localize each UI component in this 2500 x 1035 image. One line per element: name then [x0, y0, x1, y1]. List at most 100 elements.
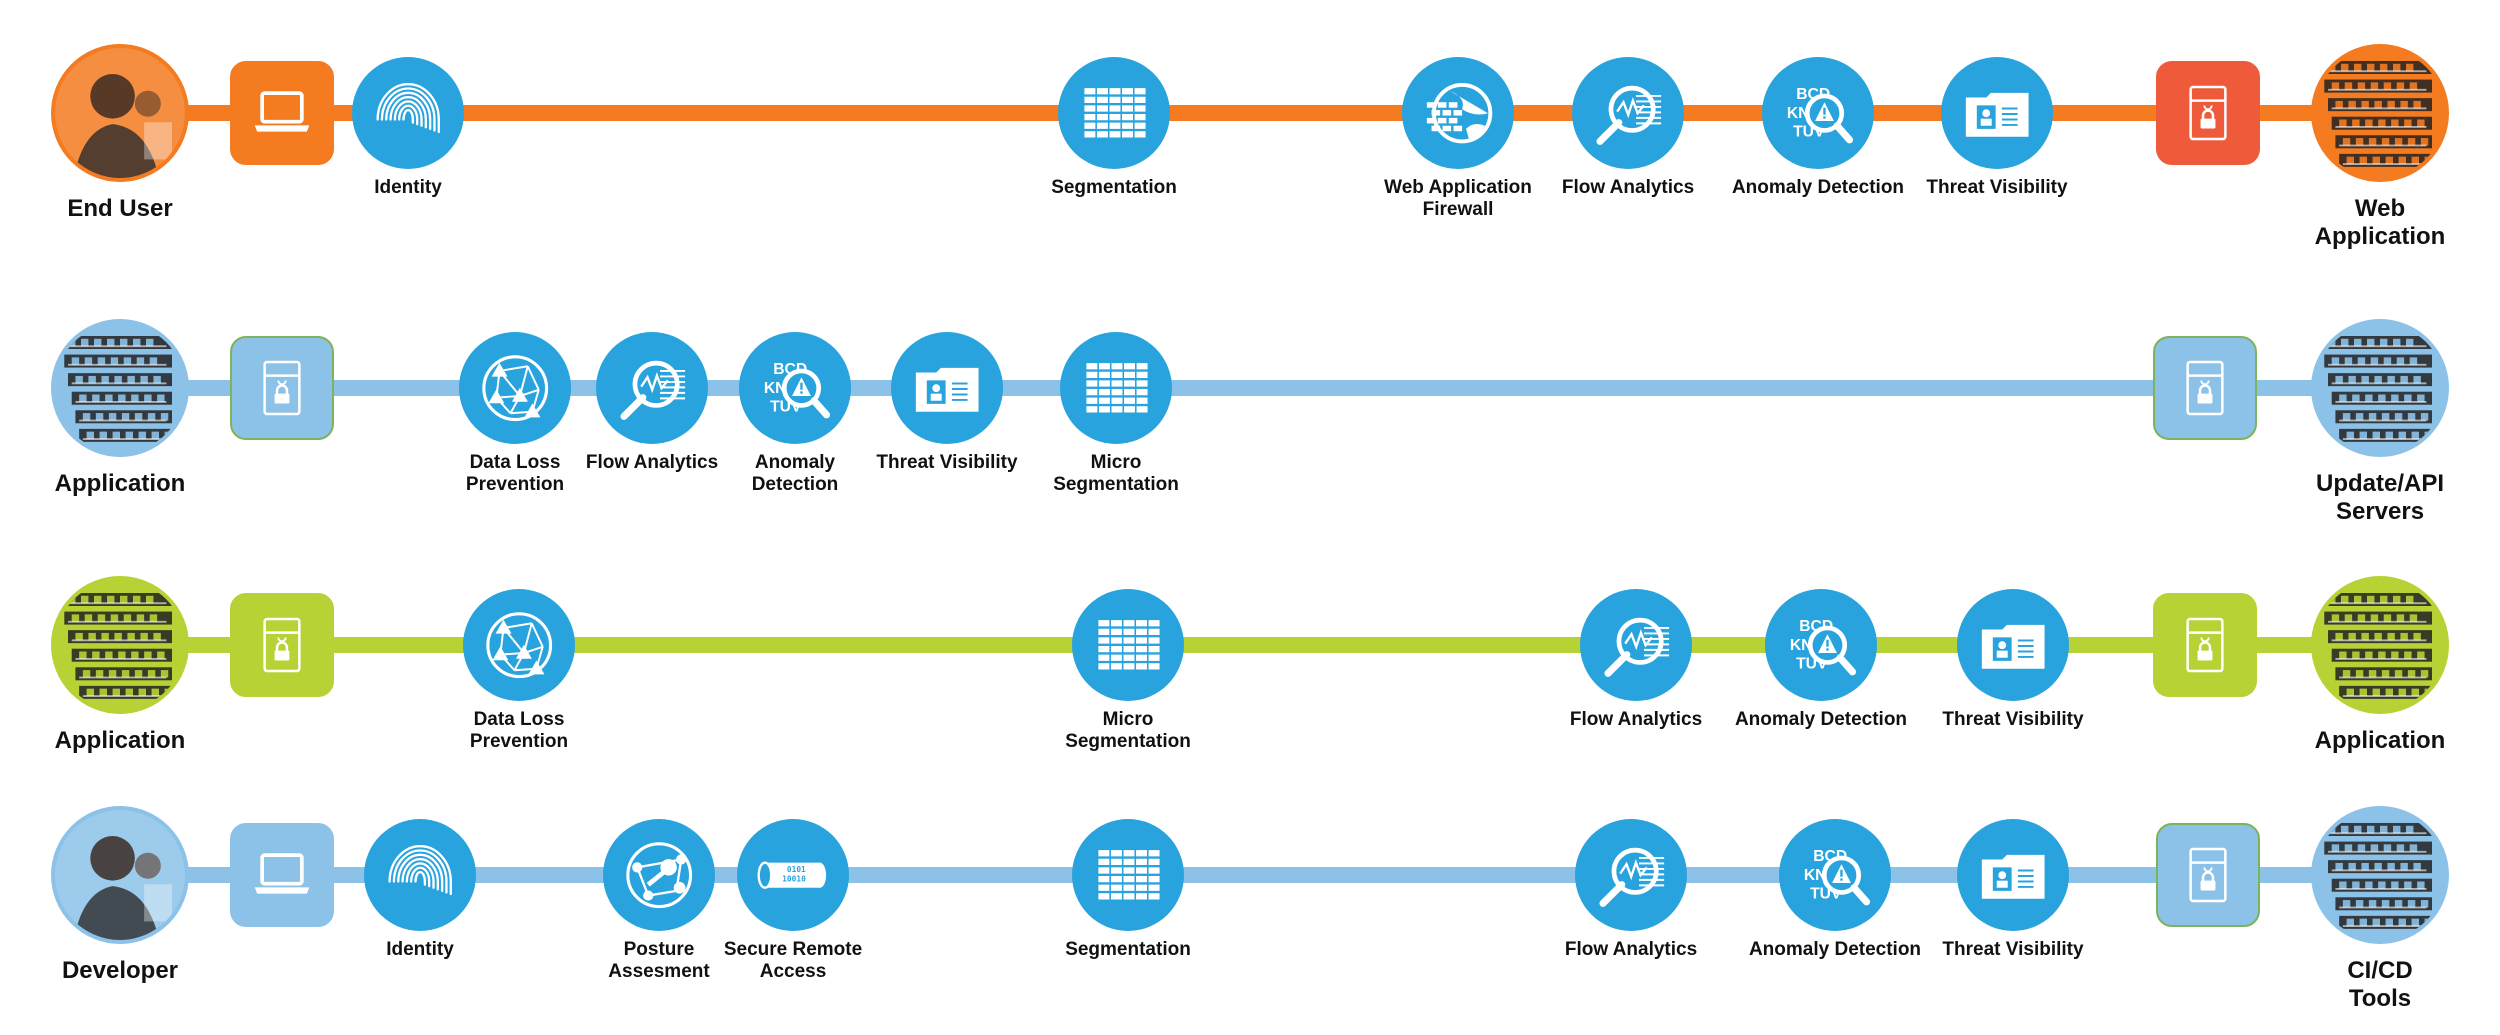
threat-visibility-icon	[1981, 624, 2045, 669]
lock-server-gateway[interactable]	[2153, 593, 2257, 697]
anomaly-detection-icon: BCD KN TUV	[1804, 848, 1870, 906]
step-label: Flow Analytics	[1564, 939, 1698, 960]
firewall-icon	[1098, 619, 1160, 670]
threat-visibility-icon	[915, 367, 979, 412]
step-label: Anomaly Detection	[1731, 177, 1905, 198]
secure-remote-access-icon: 0101 10010	[757, 861, 826, 889]
step-threat-visibility[interactable]	[1957, 589, 2069, 701]
svg-text:0101: 0101	[787, 865, 806, 874]
endpoint-label: Application	[54, 727, 186, 754]
threat-visibility-icon	[1981, 854, 2045, 899]
server-rack-photo-icon	[2315, 323, 2445, 453]
step-label: Flow Analytics	[1569, 709, 1703, 730]
step-anomaly-detection[interactable]: BCD KN TUV	[1762, 57, 1874, 169]
firewall-icon	[1086, 362, 1148, 413]
lock-server-icon	[263, 360, 301, 416]
step-micro-segmentation[interactable]	[1072, 589, 1184, 701]
endpoint-label: Web Application	[2314, 195, 2446, 250]
step-label: Threat Visibility	[1942, 939, 2084, 960]
posture-assessment-icon	[626, 842, 692, 908]
server-rack-photo-icon	[2315, 810, 2445, 940]
lock-server-gateway[interactable]	[2156, 61, 2260, 165]
endpoint-web-application[interactable]	[2311, 44, 2449, 182]
endpoint-update-api-servers[interactable]	[2311, 319, 2449, 457]
step-posture-assesment[interactable]	[603, 819, 715, 931]
step-flow-analytics[interactable]	[1575, 819, 1687, 931]
lock-server-device[interactable]	[230, 593, 334, 697]
endpoint-application[interactable]	[2311, 576, 2449, 714]
lock-server-icon	[2189, 847, 2227, 903]
step-threat-visibility[interactable]	[1957, 819, 2069, 931]
data-loss-prevention-icon	[482, 355, 548, 421]
step-label: Segmentation	[1051, 177, 1177, 198]
step-flow-analytics[interactable]	[596, 332, 708, 444]
endpoint-developer[interactable]	[51, 806, 189, 944]
step-anomaly-detection[interactable]: BCD KN TUV	[1779, 819, 1891, 931]
step-identity[interactable]	[352, 57, 464, 169]
anomaly-detection-icon: BCD KN TUV	[1787, 86, 1853, 144]
firewall-icon	[1084, 87, 1146, 138]
endpoint-application[interactable]	[51, 576, 189, 714]
anomaly-detection-icon: BCD KN TUV	[1790, 618, 1856, 676]
endpoint-label: Developer	[61, 957, 179, 984]
threat-visibility-icon	[1965, 92, 2029, 137]
person-photo-icon	[55, 48, 185, 178]
step-label: Anomaly Detection	[1748, 939, 1922, 960]
laptop-icon	[254, 91, 310, 132]
step-label: Segmentation	[1065, 939, 1191, 960]
step-micro-segmentation[interactable]	[1060, 332, 1172, 444]
step-label: Anomaly Detection	[1734, 709, 1908, 730]
step-secure-remote-access[interactable]: 0101 10010	[737, 819, 849, 931]
step-label: Flow Analytics	[585, 452, 719, 473]
step-label: Posture Assesment	[608, 939, 710, 982]
step-segmentation[interactable]	[1058, 57, 1170, 169]
lock-server-icon	[2186, 360, 2224, 416]
step-label: Anomaly Detection	[751, 452, 839, 495]
server-rack-photo-icon	[55, 580, 185, 710]
endpoint-label: End User	[67, 195, 173, 222]
anomaly-detection-icon: BCD KN TUV	[764, 361, 830, 419]
step-anomaly-detection[interactable]: BCD KN TUV	[1765, 589, 1877, 701]
flow-analytics-icon	[1604, 617, 1669, 677]
svg-text:KN: KN	[764, 380, 787, 397]
step-label: Data Loss Prevention	[469, 709, 569, 752]
step-identity[interactable]	[364, 819, 476, 931]
step-anomaly-detection[interactable]: BCD KN TUV	[739, 332, 851, 444]
step-flow-analytics[interactable]	[1572, 57, 1684, 169]
endpoint-end-user[interactable]	[51, 44, 189, 182]
laptop-icon	[254, 853, 310, 894]
flow-analytics-icon	[1596, 85, 1661, 145]
firewall-icon	[1098, 849, 1160, 900]
step-label: Secure Remote Access	[723, 939, 863, 982]
step-segmentation[interactable]	[1072, 819, 1184, 931]
endpoint-ci-cd-tools[interactable]	[2311, 806, 2449, 944]
step-flow-analytics[interactable]	[1580, 589, 1692, 701]
flow-analytics-icon	[1599, 847, 1664, 907]
lock-server-gateway[interactable]	[2156, 823, 2260, 927]
step-label: Data Loss Prevention	[465, 452, 565, 495]
endpoint-label: Update/API Servers	[2315, 470, 2445, 525]
lock-server-device[interactable]	[230, 336, 334, 440]
step-threat-visibility[interactable]	[891, 332, 1003, 444]
step-threat-visibility[interactable]	[1941, 57, 2053, 169]
laptop-device[interactable]	[230, 61, 334, 165]
lock-server-icon	[263, 617, 301, 673]
step-data-loss-prevention[interactable]	[463, 589, 575, 701]
step-label: Threat Visibility	[876, 452, 1018, 473]
step-label: Threat Visibility	[1942, 709, 2084, 730]
step-label: Web Application Firewall	[1384, 177, 1532, 220]
laptop-device[interactable]	[230, 823, 334, 927]
step-data-loss-prevention[interactable]	[459, 332, 571, 444]
step-web-application-firewall[interactable]	[1402, 57, 1514, 169]
server-rack-photo-icon	[2315, 48, 2445, 178]
endpoint-label: Application	[2314, 727, 2446, 754]
lock-server-gateway[interactable]	[2153, 336, 2257, 440]
server-rack-photo-icon	[55, 323, 185, 453]
endpoint-application[interactable]	[51, 319, 189, 457]
step-label: Identity	[386, 939, 454, 960]
svg-text:10010: 10010	[782, 874, 806, 883]
step-label: Identity	[374, 177, 442, 198]
svg-text:KN: KN	[1804, 867, 1827, 884]
data-loss-prevention-icon	[486, 612, 552, 678]
svg-text:KN: KN	[1787, 105, 1810, 122]
